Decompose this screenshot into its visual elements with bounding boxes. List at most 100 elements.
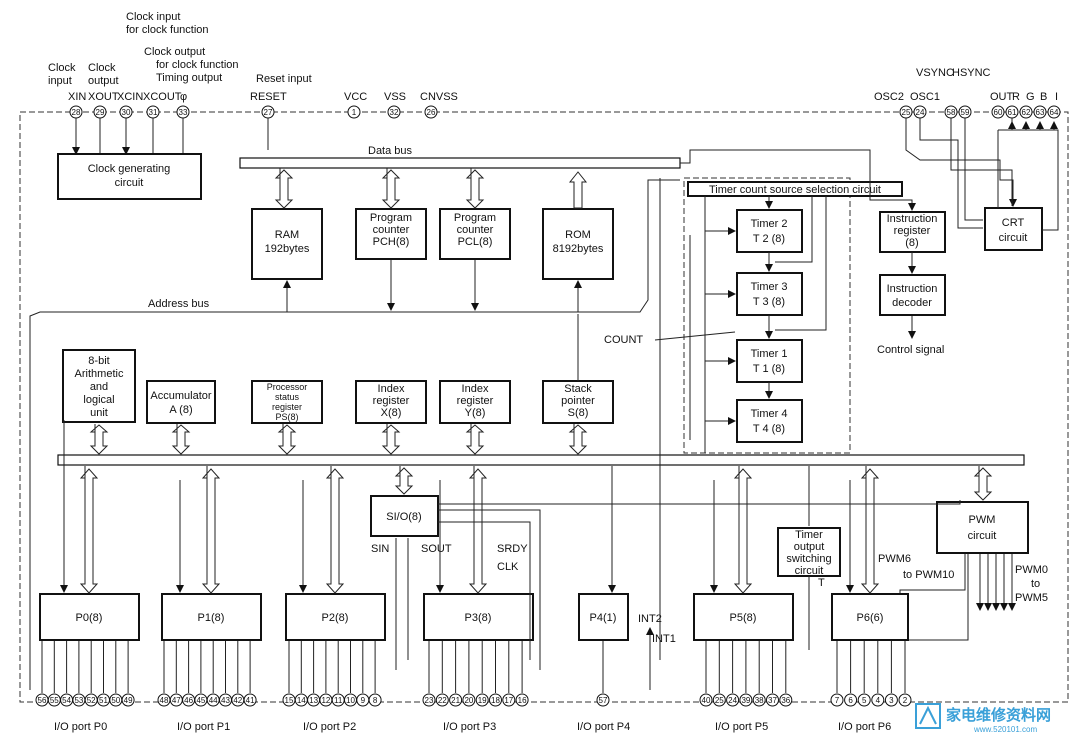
pin-name-b: B	[1040, 91, 1047, 103]
pin-name-xcout: XCOUT	[143, 91, 182, 103]
timer-wires	[689, 196, 827, 453]
pin-31: 31	[146, 105, 160, 119]
svg-text:Y(8): Y(8)	[465, 407, 486, 419]
crt-circuit	[984, 207, 1043, 251]
svg-text:55: 55	[50, 696, 59, 705]
pin-name-osc1: OSC1	[910, 91, 940, 103]
svg-text:42: 42	[233, 696, 242, 705]
port-label-p0: I/O port P0	[54, 721, 107, 733]
port-label-p4: I/O port P4	[577, 721, 630, 733]
pin-26: 26	[424, 105, 438, 119]
timer-4-block	[736, 399, 803, 443]
svg-text:52: 52	[87, 696, 96, 705]
svg-text:19: 19	[478, 696, 487, 705]
svg-text:36: 36	[781, 696, 790, 705]
sio-block	[370, 495, 439, 537]
pin-52: 52	[84, 641, 98, 707]
sio-wires	[395, 466, 961, 670]
port-label-p1: I/O port P1	[177, 721, 230, 733]
svg-text:1: 1	[352, 108, 357, 117]
timer-2-block	[736, 209, 803, 253]
pin-17: 17	[502, 641, 516, 707]
pin-46: 46	[182, 641, 196, 707]
svg-text:60: 60	[994, 108, 1003, 117]
svg-text:25: 25	[902, 108, 911, 117]
svg-text:50: 50	[111, 696, 120, 705]
top-label-clock-input: Clock input	[48, 62, 76, 87]
sout-label: SOUT	[421, 543, 452, 555]
pin-9: 9	[356, 641, 370, 707]
top-pin-circles: 28 29 30 31 33 27 1 32 26 25 24 58 59 60…	[69, 105, 1061, 119]
pin-3: 3	[884, 641, 898, 707]
svg-text:logical: logical	[83, 394, 114, 406]
pin-4: 4	[871, 641, 885, 707]
svg-text:register: register	[272, 402, 302, 412]
port-p3: P3(8)	[423, 593, 534, 641]
pin-28: 28	[69, 105, 83, 119]
pin-name-osc2: OSC2	[874, 91, 904, 103]
svg-text:PS(8): PS(8)	[275, 412, 298, 422]
svg-text:T 1 (8): T 1 (8)	[753, 363, 785, 375]
port-p1: P1(8)	[161, 593, 262, 641]
pin-41: 41	[243, 641, 257, 707]
svg-text:8192bytes: 8192bytes	[553, 243, 604, 255]
pin-60: 60	[991, 105, 1005, 119]
svg-text:51: 51	[99, 696, 108, 705]
port-label-p2: I/O port P2	[303, 721, 356, 733]
svg-text:Timer count source selection c: Timer count source selection circuit	[709, 184, 881, 196]
svg-text:S(8): S(8)	[568, 407, 589, 419]
svg-text:Clock output: Clock output	[144, 46, 205, 58]
svg-text:56: 56	[38, 696, 47, 705]
svg-text:30: 30	[122, 108, 131, 117]
svg-text:P1(8): P1(8)	[198, 612, 225, 624]
watermark-url: www.520101.com	[973, 725, 1037, 734]
svg-text:43: 43	[221, 696, 230, 705]
pin-43: 43	[219, 641, 232, 707]
svg-text:for clock function: for clock function	[156, 59, 239, 71]
clock-wires	[72, 118, 269, 155]
address-bus	[29, 179, 680, 470]
pin-62: 62	[1019, 105, 1033, 119]
pin-40: 40	[699, 641, 713, 707]
svg-text:18: 18	[491, 696, 500, 705]
svg-text:T 2 (8): T 2 (8)	[753, 233, 785, 245]
svg-text:Program: Program	[454, 212, 496, 224]
svg-text:48: 48	[160, 696, 169, 705]
pin-27: 27	[261, 105, 275, 119]
clock-generating-circuit	[57, 153, 202, 200]
pin-39: 39	[739, 641, 753, 707]
svg-text:Timer 3: Timer 3	[751, 281, 788, 293]
pin-37: 37	[766, 641, 779, 707]
pin-name-xout: XOUT	[88, 91, 119, 103]
svg-text:P3(8): P3(8)	[465, 612, 492, 624]
svg-text:6: 6	[848, 696, 853, 705]
svg-text:Instruction: Instruction	[887, 213, 938, 225]
svg-text:10: 10	[346, 696, 355, 705]
svg-text:for clock function: for clock function	[126, 24, 209, 36]
svg-text:16: 16	[518, 696, 527, 705]
port-bus-arrows	[29, 178, 880, 690]
pin-10: 10	[344, 641, 357, 707]
count-wire	[654, 331, 736, 341]
svg-text:PWM: PWM	[969, 514, 996, 526]
svg-text:9: 9	[361, 696, 366, 705]
svg-text:5: 5	[862, 696, 867, 705]
timer-count-source-selection-circuit	[687, 181, 903, 197]
pin-1: 1	[347, 105, 361, 119]
watermark-logo: 家电维修资料网 www.520101.com	[915, 703, 1051, 734]
svg-text:register: register	[894, 225, 931, 237]
svg-text:12: 12	[321, 696, 330, 705]
pin-55: 55	[47, 641, 61, 707]
ram-block	[251, 208, 323, 280]
svg-text:Stack: Stack	[564, 383, 592, 395]
srdy-label: SRDY	[497, 543, 528, 555]
svg-text:Instruction: Instruction	[887, 283, 938, 295]
pin-12: 12	[319, 641, 333, 707]
svg-text:29: 29	[96, 108, 105, 117]
pwm-output-wires	[899, 554, 1016, 641]
pin-18: 18	[489, 641, 502, 707]
svg-text:X(8): X(8)	[381, 407, 402, 419]
